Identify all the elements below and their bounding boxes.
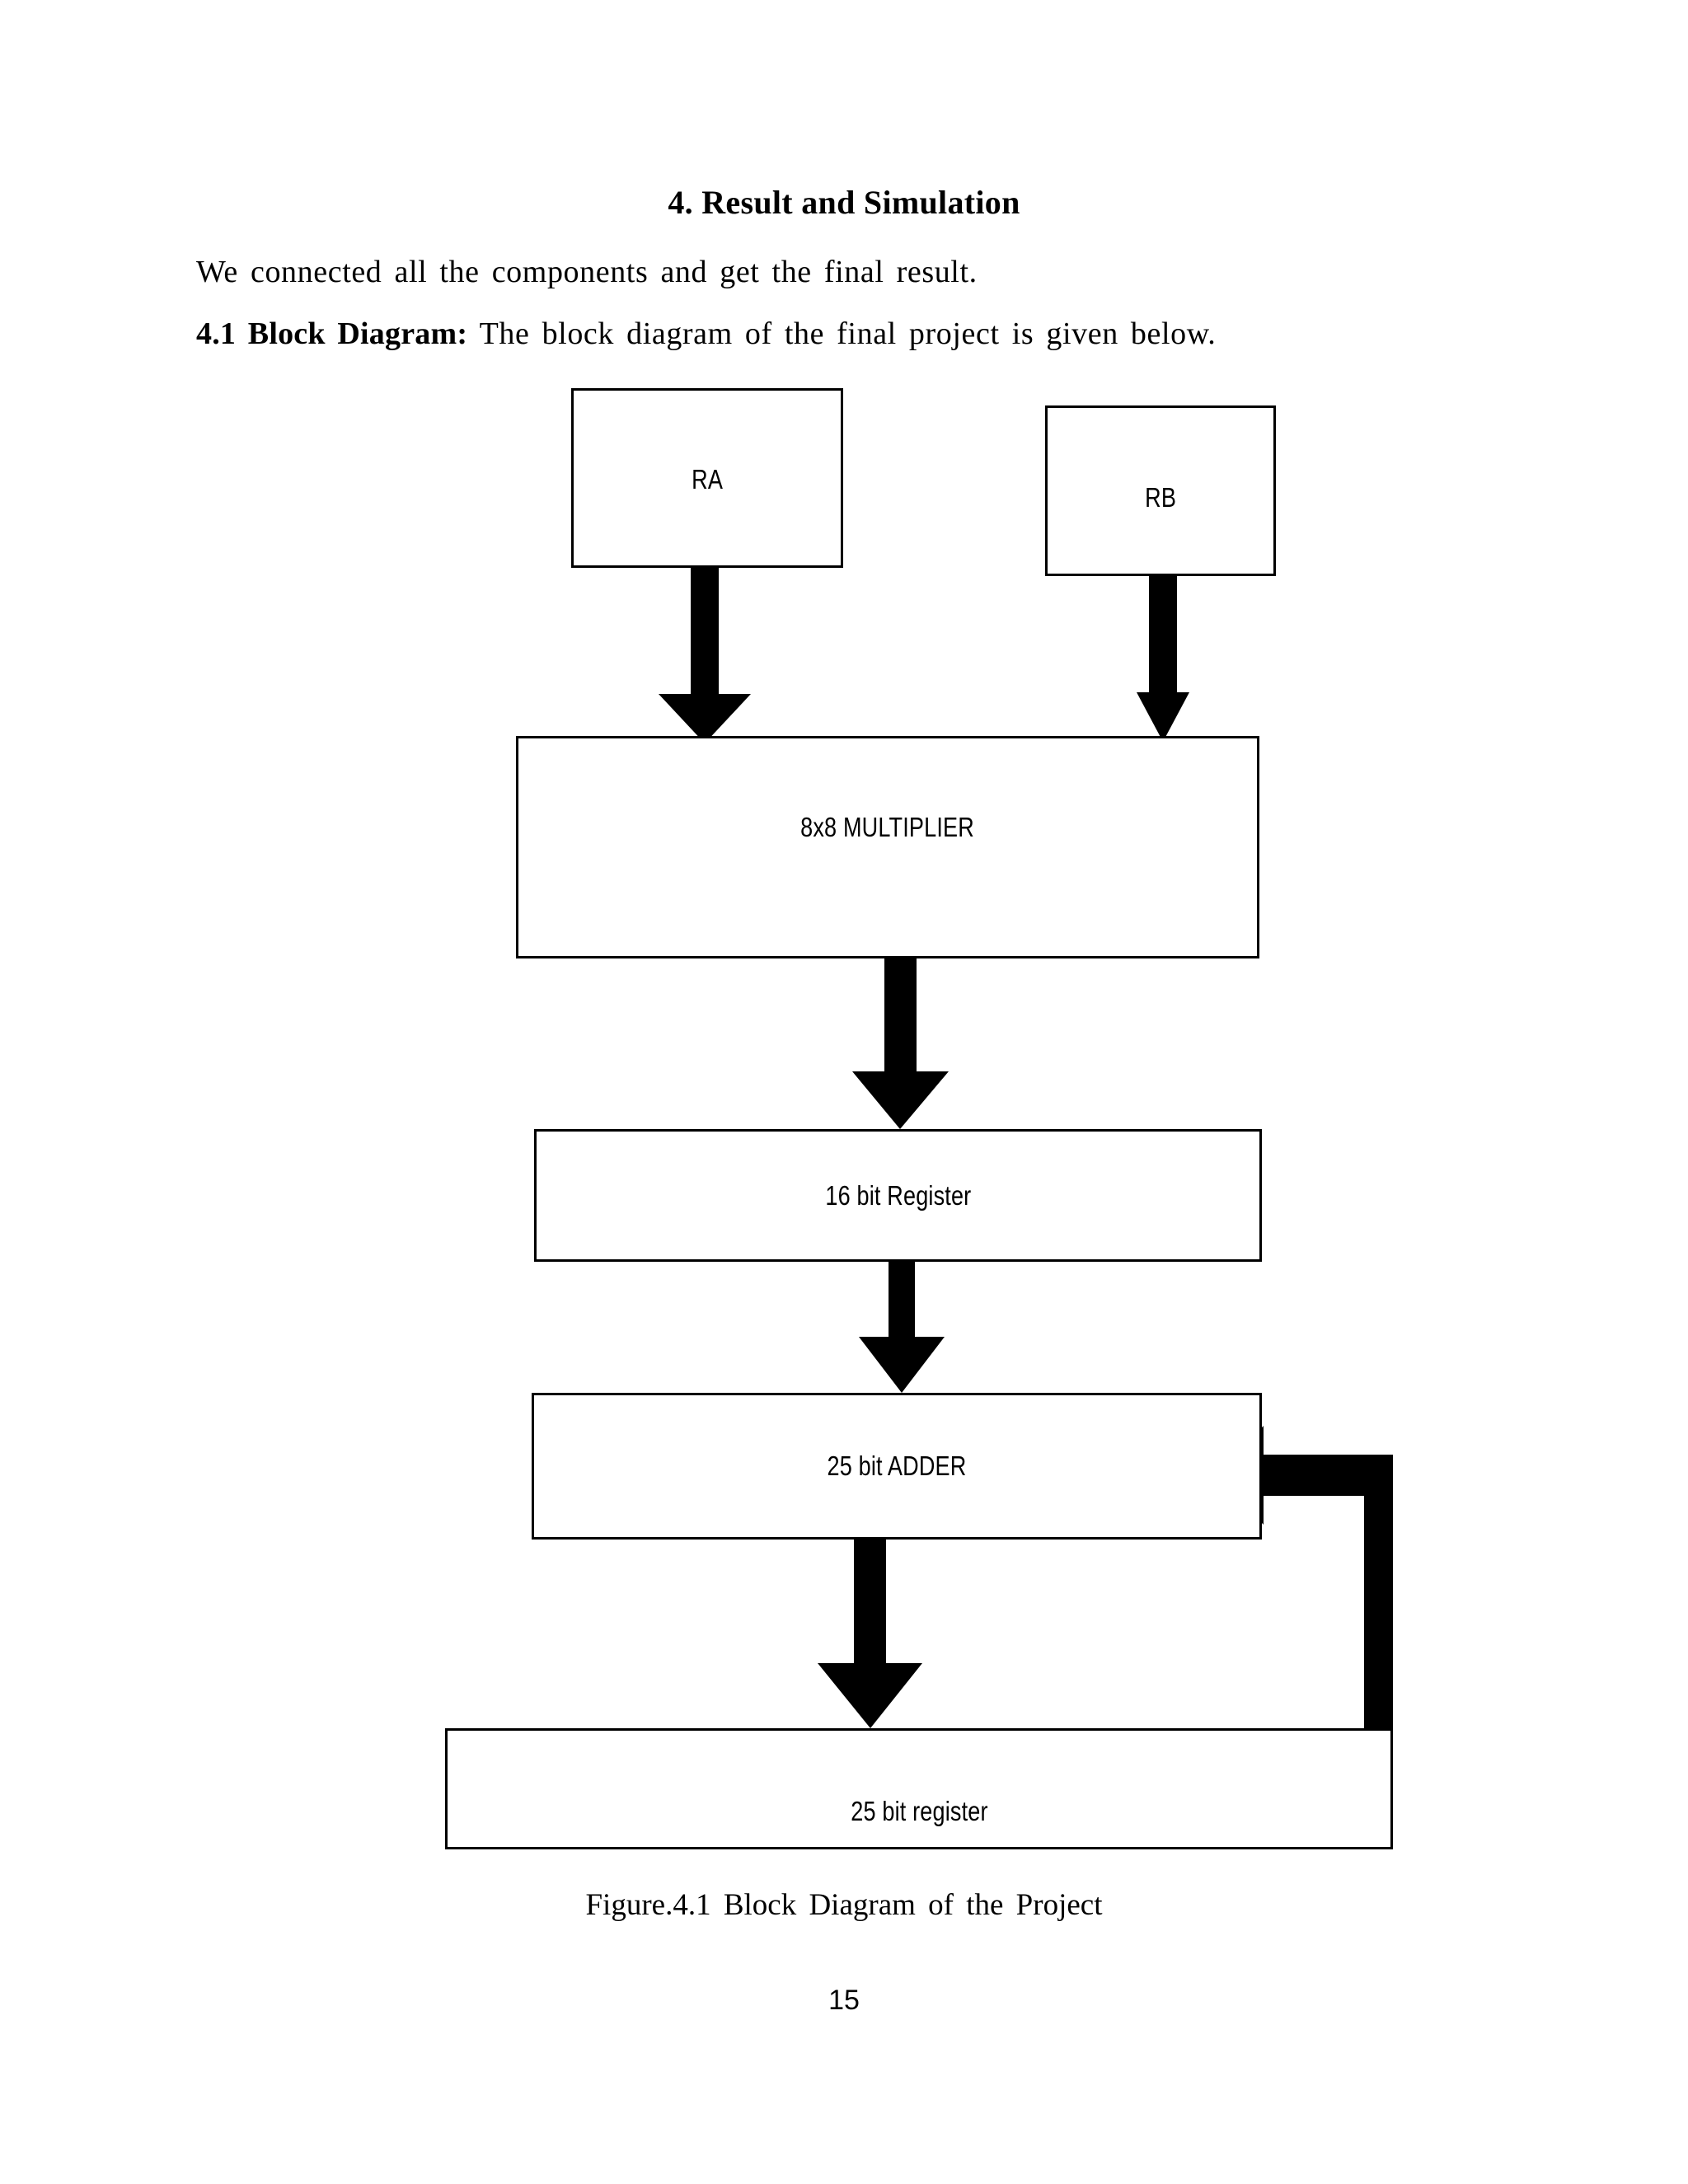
section-paragraph: 4.1 Block Diagram: The block diagram of … (196, 316, 1515, 352)
node-register-16bit-label: 16 bit Register (825, 1179, 971, 1211)
intro-paragraph: We connected all the components and get … (196, 255, 978, 289)
section-heading: 4.1 Block Diagram: (196, 316, 468, 351)
block-diagram-figure: RA RB 8x8 MULTIPLIER 16 bit Register 25 … (0, 363, 1688, 1871)
arrow-layer (659, 568, 1393, 1728)
section-body: The block diagram of the final project i… (467, 316, 1217, 351)
page-title: 4. Result and Simulation (668, 184, 1020, 221)
arrow-register16-to-adder (859, 1262, 945, 1393)
page-number: 15 (828, 1985, 860, 2016)
node-ra-label: RA (692, 464, 723, 494)
arrow-ra-to-multiplier (659, 568, 751, 743)
node-register-25bit[interactable]: 25 bit register (445, 1728, 1393, 1849)
arrow-multiplier-to-register16 (852, 958, 949, 1129)
node-ra[interactable]: RA (571, 388, 843, 568)
node-multiplier-label: 8x8 MULTIPLIER (800, 812, 975, 842)
node-register-16bit[interactable]: 16 bit Register (534, 1129, 1262, 1262)
node-rb-label: RB (1145, 481, 1176, 513)
node-adder-25bit-label: 25 bit ADDER (827, 1451, 967, 1481)
node-rb[interactable]: RB (1045, 405, 1276, 576)
node-register-25bit-label: 25 bit register (850, 1795, 988, 1826)
arrow-rb-to-multiplier (1137, 576, 1189, 742)
node-adder-25bit[interactable]: 25 bit ADDER (532, 1393, 1262, 1540)
figure-caption: Figure.4.1 Block Diagram of the Project (585, 1888, 1103, 1922)
node-multiplier[interactable]: 8x8 MULTIPLIER (516, 736, 1259, 958)
arrow-adder-to-register25 (818, 1540, 922, 1728)
